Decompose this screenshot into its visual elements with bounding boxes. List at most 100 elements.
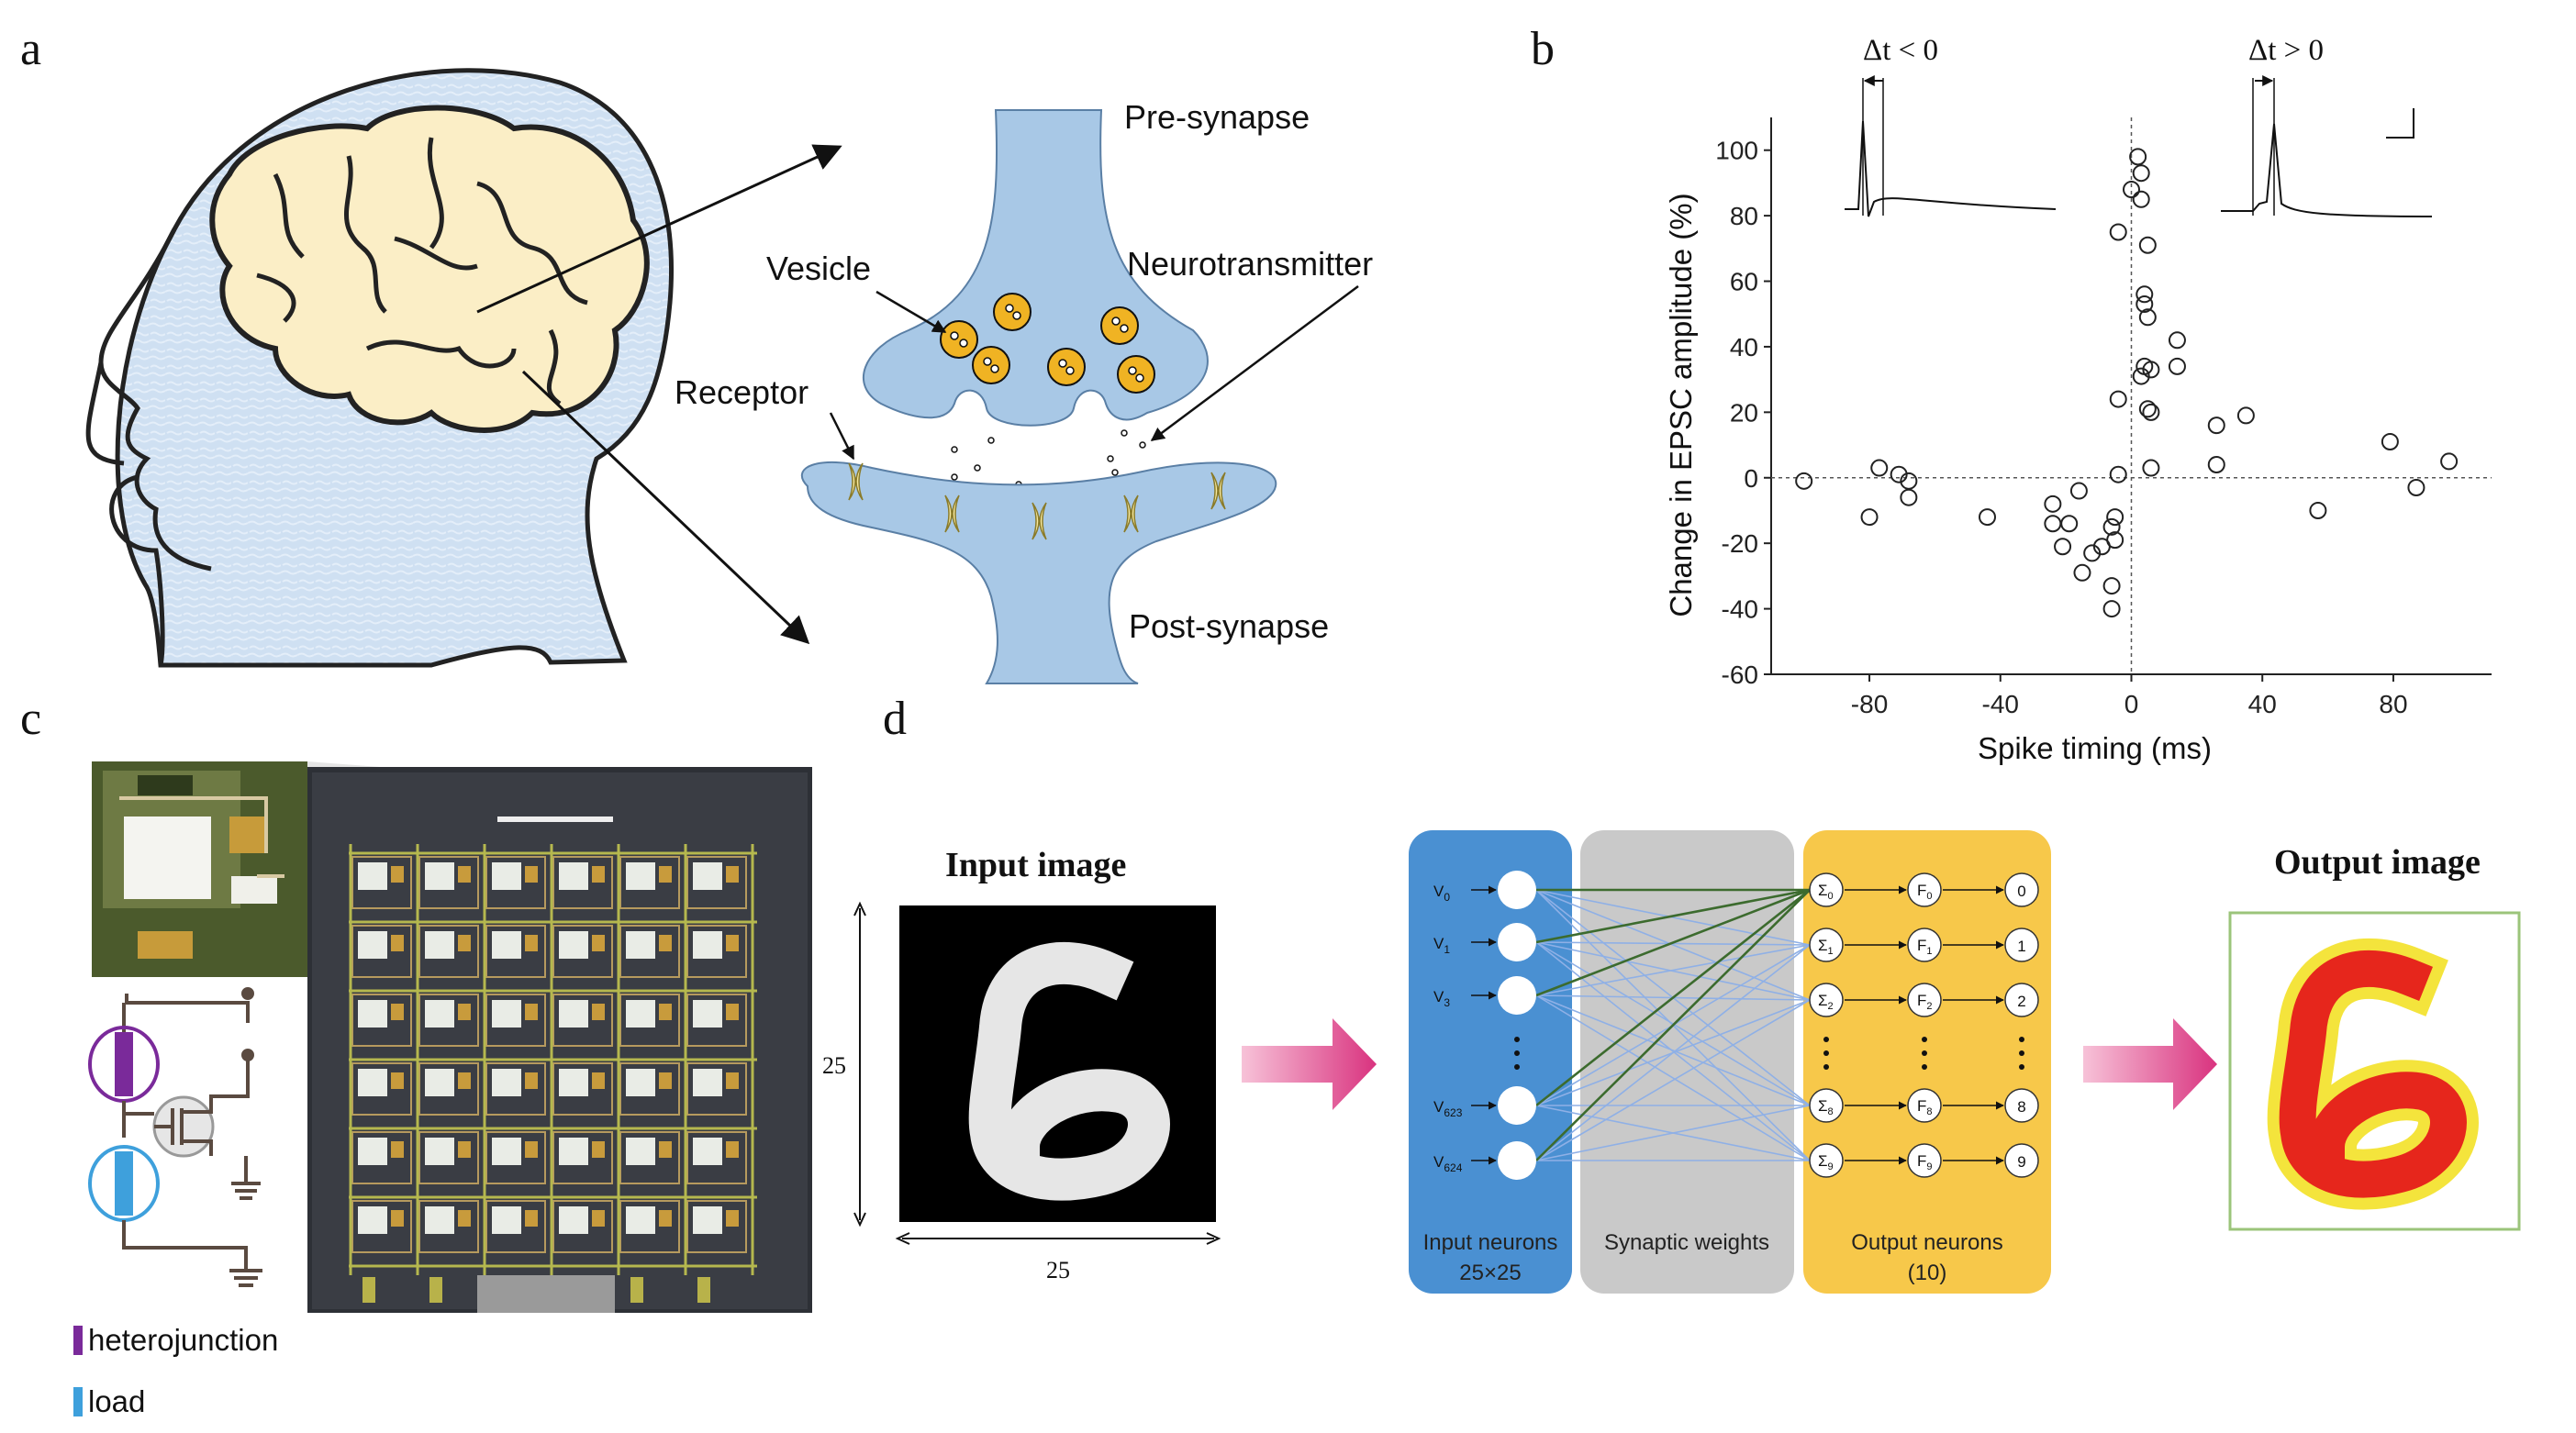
device-cell xyxy=(559,862,588,890)
data-point xyxy=(2102,600,2121,618)
device-cell xyxy=(626,1138,655,1165)
data-point xyxy=(2138,236,2157,254)
device-cell xyxy=(693,1206,722,1234)
output-digit-label: 1 xyxy=(2017,938,2025,955)
device-cell xyxy=(559,1138,588,1165)
sum-node xyxy=(1809,928,1844,962)
x-tick-label: -80 xyxy=(1851,690,1888,718)
y-tick-label: -20 xyxy=(1722,529,1758,558)
device-cell xyxy=(358,1069,387,1096)
y-tick-label: 60 xyxy=(1730,268,1758,296)
sum-node xyxy=(1809,983,1844,1017)
data-point xyxy=(2136,295,2154,314)
data-point xyxy=(2136,285,2154,304)
strong-weight-line xyxy=(1535,888,1811,1107)
inset-right: Δt > 0 xyxy=(2221,34,2433,217)
legend-heterojunction-label: heterojunction xyxy=(88,1323,278,1357)
x-tick-label: -40 xyxy=(1982,690,2019,718)
data-point xyxy=(2132,367,2150,385)
device-cell xyxy=(358,862,387,890)
panel-letter-a: a xyxy=(20,23,41,75)
data-point xyxy=(2207,417,2225,435)
device-cell xyxy=(425,1069,454,1096)
device-cell xyxy=(693,1069,722,1096)
strong-weight-line xyxy=(1535,889,1811,1161)
device-cell xyxy=(693,862,722,890)
output-neurons-box xyxy=(1803,830,2051,1294)
data-point xyxy=(2138,400,2157,418)
data-point xyxy=(2138,308,2157,327)
data-point xyxy=(2109,390,2127,408)
dim-vertical: 25 xyxy=(822,1052,846,1079)
y-tick-label: 40 xyxy=(1730,333,1758,361)
output-digit-label: 9 xyxy=(2017,1153,2025,1171)
output-digit-stroke xyxy=(2279,950,2467,1198)
device-cell xyxy=(358,1206,387,1234)
vesicles xyxy=(940,293,1155,394)
inset-left: Δt < 0 xyxy=(1845,34,2057,217)
x-tick-label: 80 xyxy=(2379,690,2407,718)
pink-arrow-right xyxy=(2083,1018,2217,1110)
y-tick-label: -40 xyxy=(1722,595,1758,624)
x-axis-title: Spike timing (ms) xyxy=(1978,731,2212,765)
data-point xyxy=(2309,501,2327,519)
data-point xyxy=(1979,508,1996,527)
post-synapse-label: Post-synapse xyxy=(1129,607,1329,645)
device-cell xyxy=(626,1000,655,1028)
device-cell xyxy=(693,1138,722,1165)
data-point xyxy=(2142,459,2160,477)
device-cell xyxy=(626,1206,655,1234)
device-cell xyxy=(425,1138,454,1165)
data-point xyxy=(2129,148,2147,166)
output-digit-label: 0 xyxy=(2017,883,2025,900)
legend-load-swatch xyxy=(73,1387,83,1416)
output-digit-label: 8 xyxy=(2017,1098,2025,1116)
device-cell xyxy=(492,862,521,890)
device-cell xyxy=(358,1138,387,1165)
data-point xyxy=(2207,455,2225,473)
input-neuron-node xyxy=(1498,923,1536,961)
device-cell xyxy=(559,931,588,959)
data-point xyxy=(2407,478,2425,496)
data-point xyxy=(2142,403,2160,421)
receptor-label: Receptor xyxy=(675,373,808,411)
pre-synapse-label: Pre-synapse xyxy=(1124,98,1310,136)
pink-arrow-left xyxy=(1242,1018,1377,1110)
legend-heterojunction-swatch xyxy=(73,1326,83,1355)
y-axis-title: Change in EPSC amplitude (%) xyxy=(1664,193,1698,617)
activation-node xyxy=(1907,928,1942,962)
data-point xyxy=(2069,482,2088,500)
data-point xyxy=(2106,531,2124,550)
data-point xyxy=(2073,563,2091,582)
output-neurons-title: Output neurons xyxy=(1851,1230,2002,1255)
device-cell xyxy=(559,1206,588,1234)
device-cell xyxy=(358,931,387,959)
data-point xyxy=(1870,459,1889,477)
device-cell xyxy=(358,1000,387,1028)
activation-node xyxy=(1907,1143,1942,1178)
panel-letter-c: c xyxy=(20,693,41,745)
x-tick-label: 40 xyxy=(2248,690,2277,718)
neurotransmitter-dots xyxy=(951,429,1146,488)
sum-node xyxy=(1809,1088,1844,1123)
device-array-image xyxy=(307,767,812,1313)
panel-a: a xyxy=(20,23,1373,684)
output-digit-label: 2 xyxy=(2017,993,2025,1010)
input-image-title: Input image xyxy=(945,846,1126,884)
device-zoom-image xyxy=(92,761,404,977)
data-point xyxy=(2060,515,2079,533)
input-neurons-size: 25×25 xyxy=(1459,1261,1521,1285)
legend: heterojunction load xyxy=(73,1323,278,1418)
data-point xyxy=(2044,515,2062,533)
data-point xyxy=(2106,508,2124,527)
data-point xyxy=(2381,432,2399,450)
device-cell xyxy=(492,1069,521,1096)
scale-bar-icon xyxy=(2386,108,2414,139)
y-tick-label: 80 xyxy=(1730,202,1758,230)
input-neuron-node xyxy=(1498,1086,1536,1125)
data-point xyxy=(2044,494,2062,513)
device-cell xyxy=(559,1000,588,1028)
panel-letter-b: b xyxy=(1531,23,1555,75)
output-digit-node xyxy=(2004,872,2039,907)
